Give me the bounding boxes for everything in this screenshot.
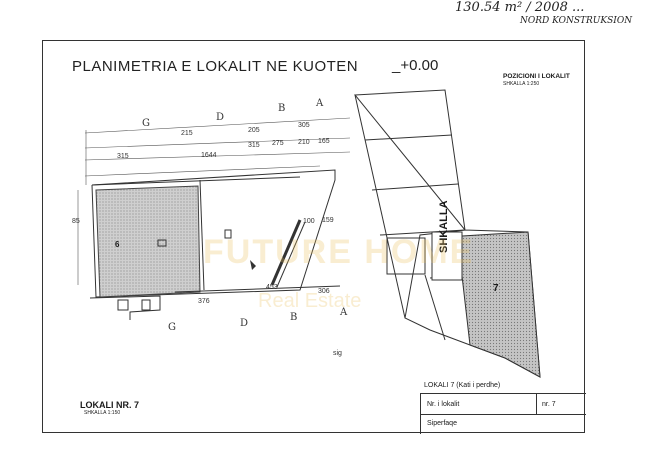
- dimension-label: 453: [266, 284, 278, 291]
- diagonal-wall: [270, 219, 302, 286]
- title-block-area-label: Siperfaqe: [427, 420, 457, 427]
- dimension-label: 376: [198, 298, 210, 305]
- position-title: POZICIONI I LOKALIT: [503, 73, 570, 80]
- room-number: 6: [115, 240, 120, 249]
- dimension-label: 305: [298, 122, 310, 129]
- shop-outline: [91, 169, 336, 298]
- dimension-label: 215: [181, 130, 193, 137]
- watermark-tagline: Real Estate: [258, 290, 362, 312]
- dimension-label: 85: [72, 218, 80, 225]
- axis-label: G: [142, 118, 150, 129]
- side-note: sig: [333, 350, 342, 357]
- position-key-plan: [353, 89, 541, 378]
- title-block-unit-label: Nr. i lokalit: [427, 401, 460, 408]
- dimension-label: 306: [318, 288, 330, 295]
- dimension-label: 275: [272, 140, 284, 147]
- axis-label: A: [316, 98, 324, 109]
- dimension-label: 210: [298, 139, 310, 146]
- dimension-label: 100: [303, 218, 315, 225]
- dimension-label: 315: [117, 153, 129, 160]
- title-block-unit-value: nr. 7: [542, 401, 556, 408]
- plan-level: _+0.00: [392, 57, 439, 74]
- position-scale: SHKALLA 1:250: [503, 81, 540, 87]
- axis-label: D: [240, 318, 249, 329]
- watermark-brand: FUTURE HOME: [203, 233, 475, 271]
- dimension-label: 159: [322, 217, 334, 224]
- unit-number: 7: [493, 283, 499, 294]
- dimension-label: 165: [318, 138, 330, 145]
- title-block: Nr. i lokalit nr. 7 Siperfaqe: [420, 393, 586, 434]
- axis-label: D: [216, 112, 225, 123]
- handwritten-company-note: NORD KONSTRUKSION: [520, 16, 633, 26]
- axis-label: G: [168, 322, 176, 333]
- axis-label: B: [278, 103, 286, 114]
- dimension-label: 315: [248, 142, 260, 149]
- dimension-label: 205: [248, 127, 260, 134]
- room-6-hatch: [95, 185, 201, 298]
- plan-title: PLANIMETRIA E LOKALIT NE KUOTEN: [72, 58, 359, 75]
- drawing-sheet: [42, 40, 585, 433]
- unit-scale: SHKALLA 1:150: [84, 410, 121, 416]
- axis-label: B: [290, 312, 298, 323]
- handwritten-area-note: 130.54 m² / 2008 ...: [455, 0, 585, 15]
- axis-label: A: [340, 307, 348, 318]
- dimension-label: 1644: [201, 152, 217, 159]
- unit-label: LOKALI NR. 7: [80, 400, 140, 410]
- title-block-header: LOKALI 7 (Kati i perdhe): [424, 382, 501, 389]
